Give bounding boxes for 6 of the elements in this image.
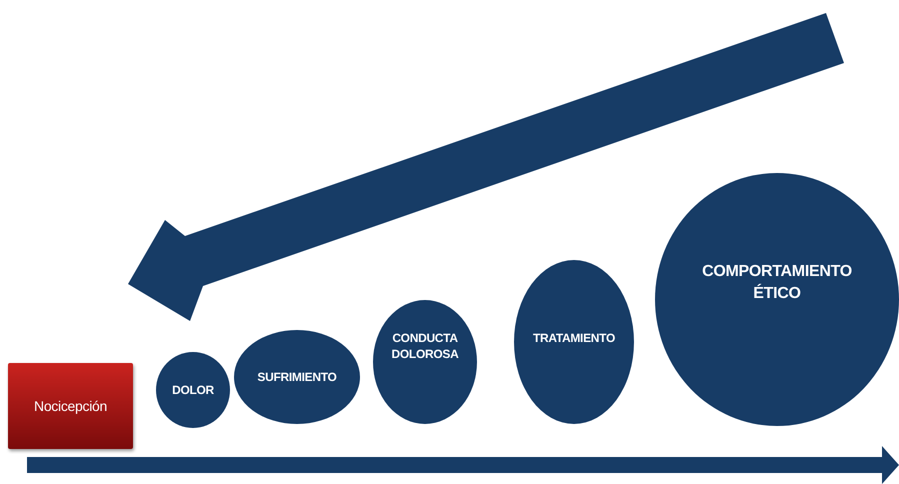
stage-circle: TRATAMIENTO [514,260,634,424]
stage-circle: SUFRIMIENTO [234,330,360,424]
stage-circle: COMPORTAMIENTO ÉTICO [655,173,899,426]
process-box: Nocicepción [8,363,133,449]
stage-circle: CONDUCTA DOLOROSA [373,300,477,424]
stage-circle: DOLOR [156,352,230,428]
